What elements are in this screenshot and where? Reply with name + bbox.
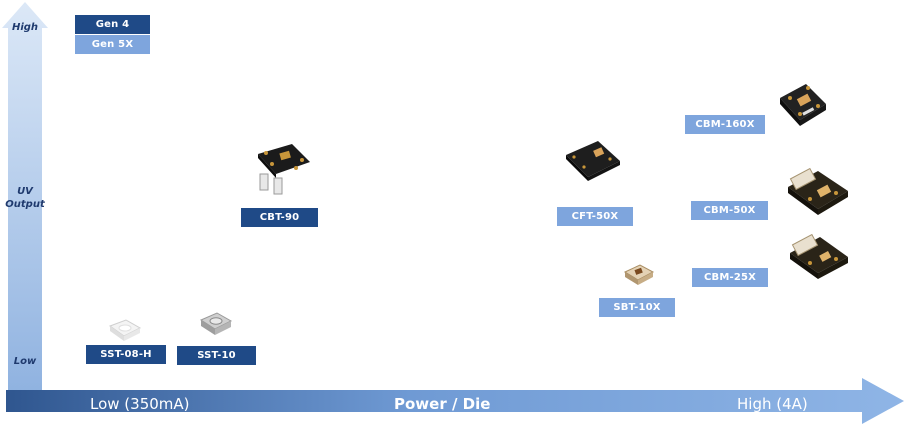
y-axis-title-line1: UV <box>17 186 33 197</box>
sst-08-h-label: SST-08-H <box>86 345 166 364</box>
cbm-50x-led-image <box>788 167 848 215</box>
x-axis-high-label: High (4A) <box>737 395 808 413</box>
cft-50x-led-image <box>566 141 620 181</box>
cbm-25x-label: CBM-25X <box>692 268 768 287</box>
cbm-25x-led-image <box>790 233 848 279</box>
uv-output-axis-arrow <box>2 2 48 395</box>
sst-10-led-image <box>199 312 233 335</box>
y-axis-title-line2: Output <box>5 199 45 210</box>
sbt-10x-label: SBT-10X <box>599 298 675 317</box>
y-axis-high-label: High <box>11 22 39 33</box>
x-axis-low-label: Low (350mA) <box>90 395 190 413</box>
cbt-90-label: CBT-90 <box>241 208 318 227</box>
cbt-90-led-image <box>258 144 310 195</box>
cft-50x-label: CFT-50X <box>557 207 633 226</box>
power-axis-arrow <box>6 378 904 424</box>
legend-gen5x: Gen 5X <box>75 35 150 54</box>
sbt-10x-led-image <box>623 264 655 285</box>
y-axis-low-label: Low <box>13 356 37 367</box>
x-axis-title: Power / Die <box>394 395 491 413</box>
sst-10-label: SST-10 <box>177 346 256 365</box>
cbm-160x-led-image <box>780 84 826 126</box>
sst-08-h-led-image <box>108 319 142 341</box>
legend-gen4: Gen 4 <box>75 15 150 34</box>
cbm-160x-label: CBM-160X <box>685 115 765 134</box>
cbm-50x-label: CBM-50X <box>691 201 768 220</box>
